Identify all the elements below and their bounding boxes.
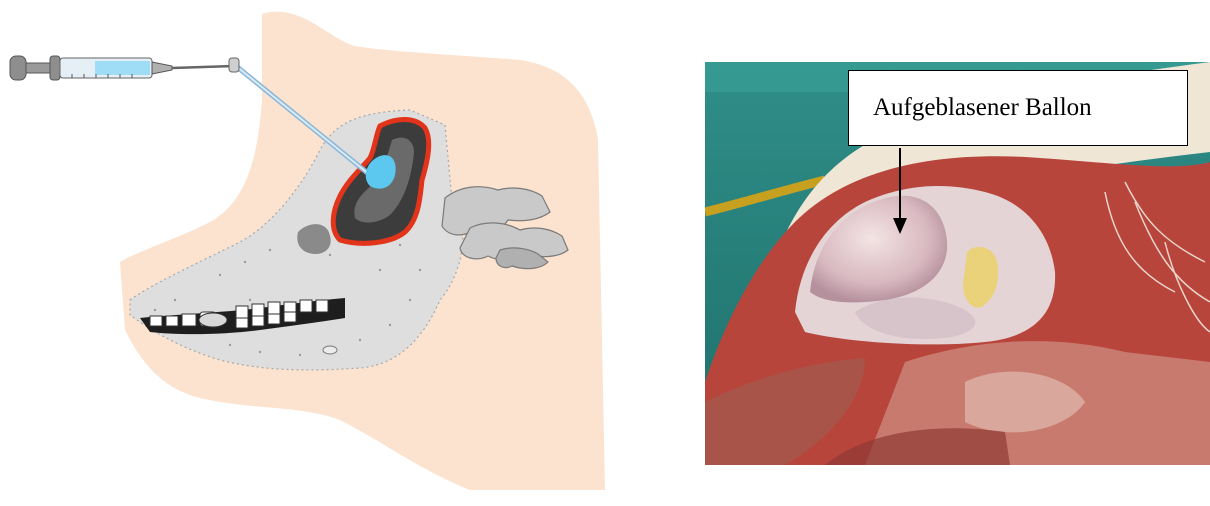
jaw-foramen <box>323 346 337 354</box>
syringe-icon <box>10 56 239 80</box>
balloon-label-box: Aufgeblasener Ballon <box>848 70 1188 146</box>
schematic-drawing <box>0 0 640 501</box>
schematic-svg <box>0 0 640 501</box>
balloon-label-text: Aufgeblasener Ballon <box>873 94 1092 122</box>
